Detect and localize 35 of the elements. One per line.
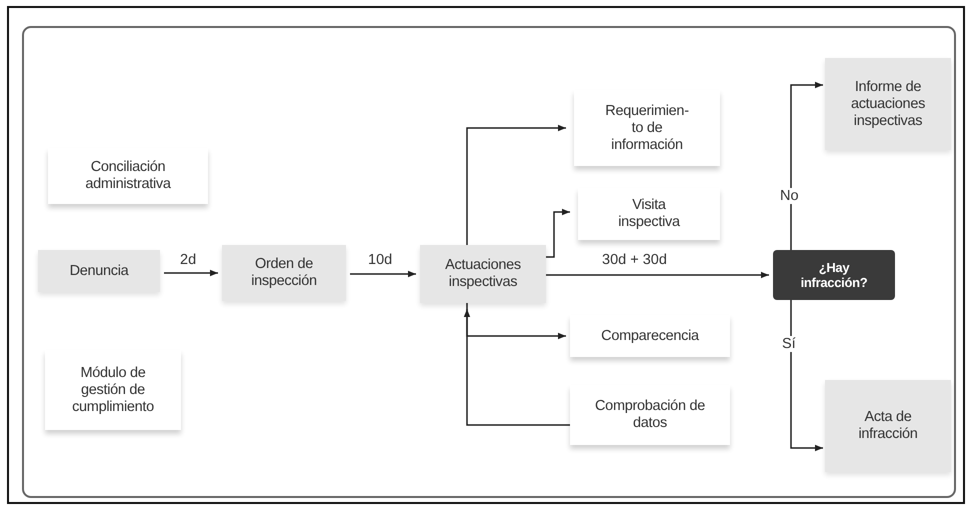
arrow [466,303,566,340]
process-box [420,245,546,303]
arrow [546,272,769,278]
arrow [790,300,823,452]
node-label: Orden de inspección [250,256,318,290]
note-box [48,148,208,204]
process-box [570,315,730,357]
node-label: Actuaciones inspectivas [444,257,522,291]
edge-label: No [778,188,801,204]
process-box [578,188,720,240]
node-label: Conciliación administrativa [84,159,172,193]
process-box [38,250,160,292]
arrow [164,270,218,276]
arrow [790,82,823,250]
arrow [546,208,570,258]
node-label: Módulo de gestión de cumplimiento [71,364,155,416]
node-label: Informe de actuaciones inspectivas [850,78,926,130]
node-label: Acta de infracción [857,409,919,443]
node-label: Requerimien- to de información [604,102,690,154]
process-box [222,245,346,301]
note-box [45,350,181,430]
arrow [464,309,570,426]
arrow [350,270,416,278]
node-label: Comprobación de datos [595,398,705,432]
process-box [570,385,730,445]
node-label: Denuncia [70,262,128,280]
node-label: Visita inspectiva [617,197,681,231]
decision-box [773,250,895,300]
result-box [825,58,951,150]
process-box [574,90,720,166]
edge-label: Sí [780,336,798,352]
node-label: ¿Hay infracción? [800,260,868,290]
arrow [466,124,566,245]
node-label: Comparecencia [601,328,699,344]
result-box [825,380,951,472]
